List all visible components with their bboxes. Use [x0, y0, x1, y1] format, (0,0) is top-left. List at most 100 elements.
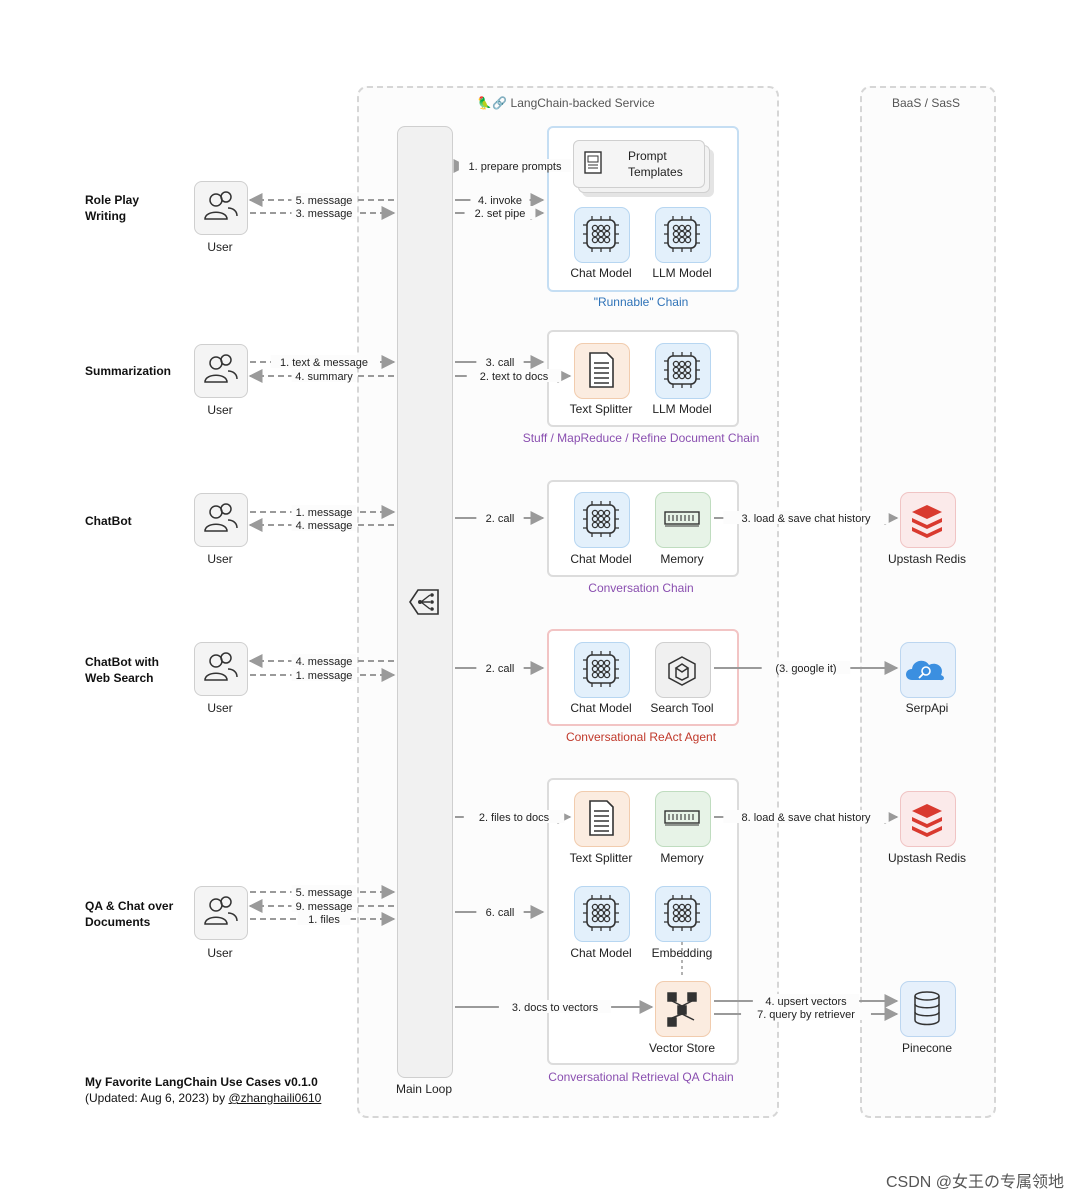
arrow-label-bg [291, 885, 357, 898]
component-label: LLM Model [652, 402, 712, 416]
arrow-label-bg [463, 810, 565, 823]
arrow-label-bg [476, 511, 524, 524]
user-label: User [207, 403, 233, 417]
arrow-label-bg [476, 905, 524, 918]
arrow-label: 6. call [486, 907, 515, 919]
arrow-label: 4. upsert vectors [765, 996, 847, 1008]
arrow-label-bg [291, 654, 357, 667]
user-label: User [207, 946, 233, 960]
service-title: 🦜🔗 LangChain-backed Service [477, 96, 655, 110]
arrow-label: 9. message [296, 901, 353, 913]
arrow-label: 2. call [486, 663, 515, 675]
watermark-text: CSDN @女王の专属领地 [885, 1174, 1064, 1191]
arrow-label-bg [752, 994, 860, 1007]
component-label: LLM Model [652, 266, 712, 280]
chat-model-icon [574, 642, 630, 698]
service-label: Upstash Redis [887, 851, 967, 865]
llm-model-icon [655, 343, 711, 399]
user-icon [194, 181, 248, 235]
arrow-label: (3. google it) [775, 663, 836, 675]
llm-model-icon [655, 207, 711, 263]
component-label: Memory [660, 552, 704, 566]
react-agent-title: Conversational ReAct Agent [565, 730, 717, 744]
arrow-label-bg [741, 1007, 871, 1020]
arrow-label-bg [470, 193, 530, 206]
arrow-label-bg [270, 355, 378, 368]
runnable-chain-title: "Runnable" Chain [593, 295, 689, 309]
arrow-label: 3. call [486, 357, 515, 369]
arrow-label: 2. text to docs [480, 371, 549, 383]
redis-icon [900, 791, 956, 847]
usecase-chatbot: ChatBot [85, 514, 132, 528]
arrow-label-bg [464, 206, 536, 219]
arrow-label-bg [297, 912, 351, 925]
arrow-label: 8. load & save chat history [741, 812, 871, 824]
user-icon [194, 344, 248, 398]
user-icon [194, 642, 248, 696]
component-label: Chat Model [570, 946, 632, 960]
author-link[interactable]: @zhanghaili0610 [228, 1091, 322, 1105]
chat-model-icon [574, 207, 630, 263]
arrow-label: 2. files to docs [479, 812, 550, 824]
arrow-label: 4. message [296, 656, 353, 668]
usecase-summarization: Summarization [85, 364, 172, 378]
arrow-label: 1. files [308, 914, 340, 926]
arrow-label-bg [466, 369, 562, 382]
arrow-label: 4. message [296, 520, 353, 532]
service-label: Upstash Redis [887, 552, 967, 566]
arrow-label: 5. message [296, 887, 353, 899]
pinecone-icon [900, 981, 956, 1037]
component-label: Text Splitter [569, 402, 633, 416]
embedding-icon [655, 886, 711, 942]
component-label: Memory [660, 851, 704, 865]
user-label: User [207, 552, 233, 566]
arrow-label: 4. invoke [478, 195, 522, 207]
arrow-label: 1. message [296, 507, 353, 519]
user-icon [194, 493, 248, 547]
main-loop-label: Main Loop [395, 1082, 453, 1096]
chat-model-icon [574, 886, 630, 942]
arrow-label-bg [291, 193, 357, 206]
router-icon [406, 584, 442, 620]
memory-icon [655, 791, 711, 847]
arrow-label-bg [723, 810, 889, 823]
arrow-label-bg [723, 511, 889, 524]
chat-model-icon [574, 492, 630, 548]
component-label: Vector Store [648, 1041, 716, 1055]
arrow-label-bg [291, 518, 357, 531]
arrow-label-bg [291, 899, 357, 912]
service-label: Pinecone [901, 1041, 953, 1055]
arrow-label-bg [291, 206, 357, 219]
footer-updated-text: (Updated: Aug 6, 2023) by [85, 1091, 229, 1105]
arrow-label-bg [476, 661, 524, 674]
component-label: Chat Model [570, 701, 632, 715]
component-label: Chat Model [570, 552, 632, 566]
arrow-label: 1. message [296, 670, 353, 682]
arrow-label: 3. load & save chat history [741, 513, 871, 525]
arrow-label-bg [291, 369, 357, 382]
arrow-label: 1. prepare prompts [469, 161, 562, 173]
service-label: SerpApi [905, 701, 949, 715]
footer-title: My Favorite LangChain Use Cases v0.1.0 [85, 1075, 318, 1089]
component-label: Search Tool [650, 701, 714, 715]
redis-icon [900, 492, 956, 548]
user-label: User [207, 240, 233, 254]
search-tool-icon [655, 642, 711, 698]
user-label: User [207, 701, 233, 715]
component-label: Text Splitter [569, 851, 633, 865]
arrow-label: 2. call [486, 513, 515, 525]
arrow-label: 3. docs to vectors [512, 1002, 599, 1014]
arrow-label: 5. message [296, 195, 353, 207]
arrow-label-bg [291, 505, 357, 518]
baas-title: BaaS / SasS [891, 96, 961, 110]
retrieval-chain-title: Conversational Retrieval QA Chain [548, 1070, 734, 1084]
component-label: Chat Model [570, 266, 632, 280]
arrow-label: 7. query by retriever [757, 1009, 855, 1021]
footer-updated: (Updated: Aug 6, 2023) by @zhanghaili061… [85, 1091, 321, 1105]
arrow-label-bg [458, 159, 572, 172]
arrow-label: 4. summary [295, 371, 353, 383]
